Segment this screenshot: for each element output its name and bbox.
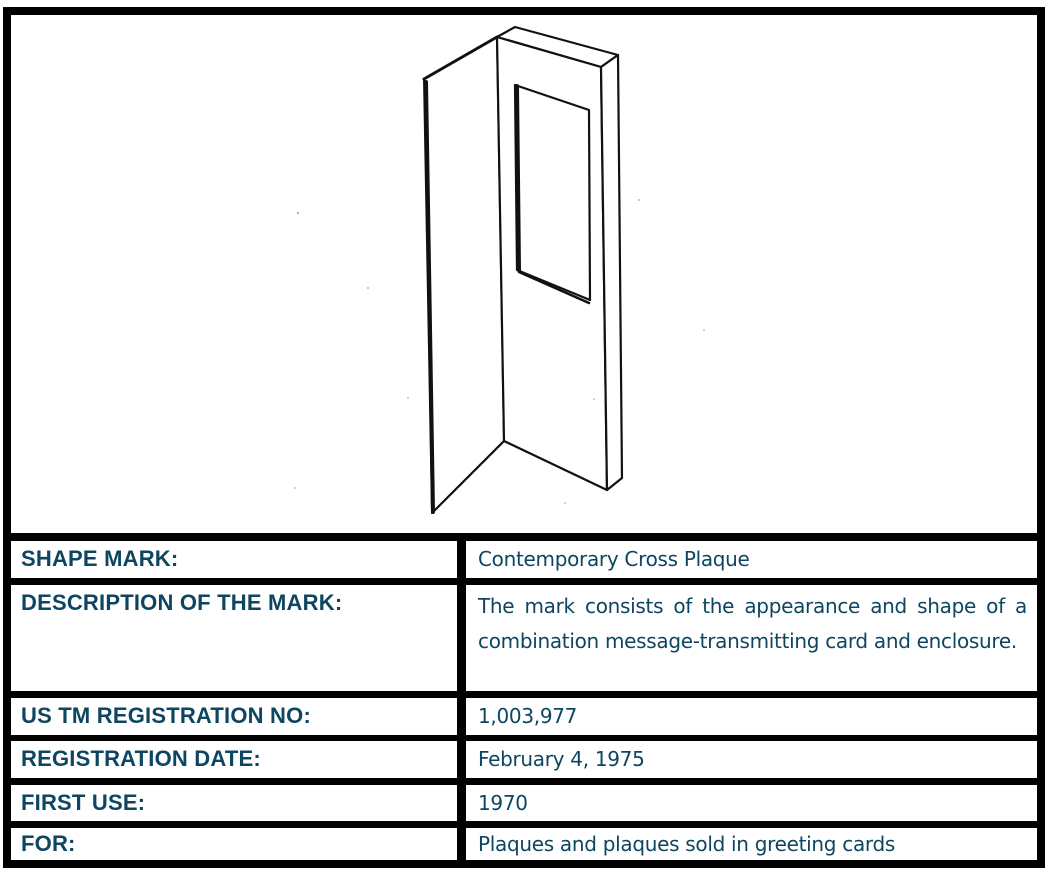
value-registration-no: 1,003,977	[466, 698, 1037, 735]
label-registration-no: US TM REGISTRATION NO:	[11, 698, 457, 735]
label-shape-mark: SHAPE MARK:	[11, 541, 457, 578]
value-shape-mark: Contemporary Cross Plaque	[466, 541, 1037, 578]
plaque-card-drawing-icon	[294, 25, 705, 514]
value-first-use: 1970	[466, 785, 1037, 821]
label-description: DESCRIPTION OF THE MARK:	[11, 585, 457, 691]
value-registration-date: February 4, 1975	[466, 741, 1037, 778]
mark-image-cell	[11, 15, 1037, 533]
label-registration-date: REGISTRATION DATE:	[11, 741, 457, 778]
trademark-info-table: SHAPE MARK: Contemporary Cross Plaque DE…	[3, 7, 1045, 868]
value-description: The mark consists of the appearance and …	[466, 585, 1037, 691]
label-first-use: FIRST USE:	[11, 785, 457, 821]
value-for: Plaques and plaques sold in greeting car…	[466, 828, 1037, 860]
label-for: FOR:	[11, 828, 457, 860]
